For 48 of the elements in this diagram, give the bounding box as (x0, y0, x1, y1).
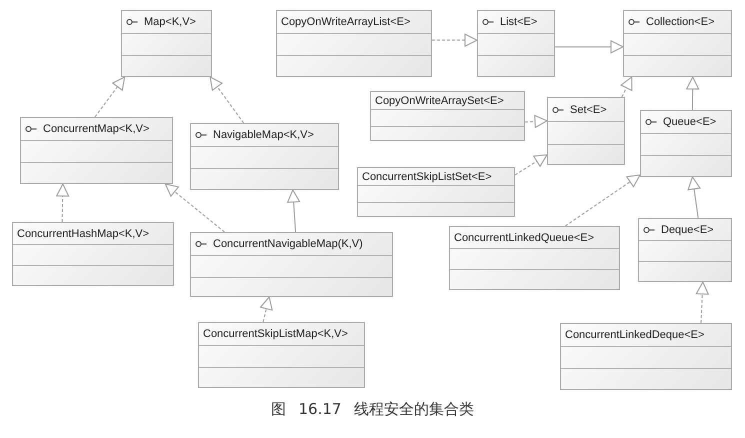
class-box (121, 10, 212, 77)
class-box (12, 222, 174, 286)
class-name: CopyOnWriteArrayList<E> (281, 16, 410, 28)
class-box (370, 91, 525, 141)
arrow (524, 114, 548, 128)
class-name: ConcurrentLinkedQueue<E> (454, 232, 594, 244)
class-name: ConcurrentSkipListSet<E> (362, 170, 492, 182)
arrow (688, 176, 701, 218)
arrow (210, 76, 244, 124)
class-box (190, 123, 339, 190)
class-box (198, 322, 365, 388)
class-name: ConcurrentLinkedDeque<E> (565, 329, 704, 341)
class-name: Queue<E> (663, 116, 716, 128)
class-box (640, 110, 732, 177)
class-name: ConcurrentSkipListMap<K,V> (203, 328, 348, 340)
class-box (190, 232, 393, 297)
class-box (638, 218, 732, 282)
arrow (287, 190, 300, 232)
class-box (623, 10, 732, 77)
class-name: CopyOnWriteArraySet<E> (375, 94, 504, 106)
arrow (564, 174, 640, 226)
class-box (276, 10, 432, 77)
arrow (554, 40, 624, 54)
class-box (560, 323, 732, 390)
class-name: Map<K,V> (144, 16, 196, 28)
arrow (164, 184, 225, 232)
arrow (620, 76, 632, 98)
class-box (20, 117, 173, 184)
arrow (94, 76, 126, 118)
class-name: NavigableMap<K,V> (213, 129, 314, 141)
class-name: Set<E> (570, 104, 607, 116)
class-box (357, 167, 515, 217)
arrow (696, 282, 709, 324)
arrow (56, 184, 70, 222)
class-name: ConcurrentMap<K,V> (43, 123, 150, 135)
class-box (449, 226, 620, 290)
arrow (260, 296, 273, 322)
class-name: Deque<E> (661, 224, 714, 236)
class-name: Collection<E> (646, 16, 714, 28)
figure-caption: 图 16.17 线程安全的集合类 (270, 400, 476, 419)
class-box (477, 10, 555, 77)
arrow (686, 76, 700, 110)
arrow (432, 34, 478, 47)
class-name: List<E> (500, 16, 538, 28)
arrow (514, 154, 548, 176)
class-name: ConcurrentNavigableMap(K,V) (213, 238, 363, 250)
class-box (547, 97, 625, 165)
class-name: ConcurrentHashMap<K,V> (17, 228, 150, 240)
